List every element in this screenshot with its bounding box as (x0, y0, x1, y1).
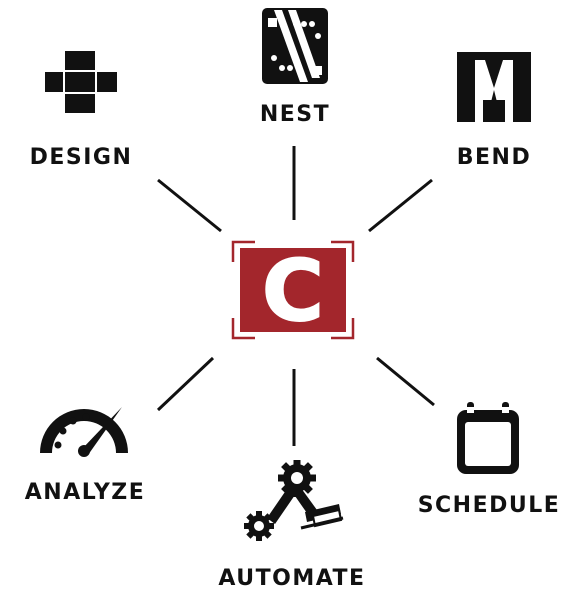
hub-letter: C (262, 242, 324, 340)
node-label-automate: AUTOMATE (218, 566, 366, 591)
design-blocks-icon (45, 51, 117, 113)
node-label-nest: NEST (259, 102, 331, 127)
node-label-analyze: ANALYZE (24, 480, 146, 505)
node-label-bend: BEND (456, 145, 532, 170)
hub-logo: C (231, 240, 355, 341)
robot-arm-icon (244, 460, 344, 541)
spoke-design (157, 178, 222, 233)
node-label-schedule: SCHEDULE (417, 493, 561, 518)
press-brake-icon (457, 52, 531, 122)
c-logo-icon: C (231, 240, 355, 341)
gauge-icon (40, 407, 128, 457)
spoke-analyze (156, 356, 215, 412)
spoke-bend (368, 178, 433, 233)
nest-sheet-icon (262, 8, 328, 84)
calendar-icon (457, 402, 519, 474)
spoke-schedule (376, 356, 435, 407)
node-label-design: DESIGN (29, 145, 133, 170)
